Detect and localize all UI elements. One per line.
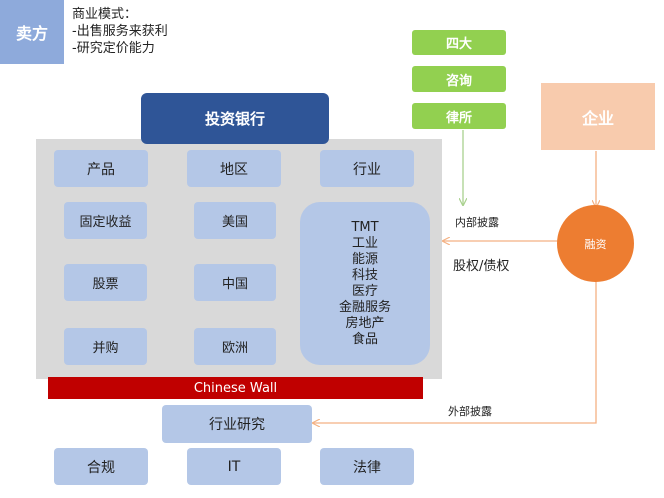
industry-research-label: 行业研究	[209, 417, 265, 433]
support-it: IT	[187, 448, 281, 485]
seller-box: 卖方	[0, 0, 64, 64]
product-mergers-label: 并购	[92, 341, 119, 356]
region-china-label: 中国	[221, 277, 248, 292]
company-box: 企业	[541, 83, 655, 150]
investment-bank-label: 投资银行	[204, 110, 265, 128]
support-it-label: IT	[227, 458, 241, 475]
advisor-big-four: 四大	[412, 30, 506, 55]
industry-item: 房地产	[345, 315, 385, 331]
support-legal-label: 法律	[353, 459, 381, 476]
business-model-point-2: -研究定价能力	[72, 41, 155, 56]
industry-item: TMT	[351, 219, 379, 235]
category-regions-label: 地区	[220, 161, 248, 178]
category-industries-label: 行业	[353, 161, 381, 178]
industry-item: 金融服务	[338, 299, 391, 315]
internal-disclosure-label: 内部披露	[455, 216, 499, 229]
industry-item: 科技	[351, 267, 378, 283]
category-products: 产品	[54, 150, 148, 187]
support-compliance: 合规	[54, 448, 148, 485]
support-legal: 法律	[320, 448, 414, 485]
product-equity-label: 股票	[92, 277, 119, 292]
investment-bank-box: 投资银行	[141, 93, 329, 144]
industry-item: 能源	[351, 251, 378, 267]
region-usa-label: 美国	[221, 215, 248, 230]
industry-sector-list: TMT 工业 能源 科技 医疗 金融服务 房地产 食品	[300, 202, 430, 365]
business-model-heading: 商业模式：	[72, 7, 138, 22]
product-mergers: 并购	[64, 328, 147, 365]
support-compliance-label: 合规	[87, 459, 115, 476]
region-china: 中国	[194, 264, 276, 301]
advisor-consulting: 咨询	[412, 66, 506, 92]
advisor-law-firm-label: 律所	[445, 110, 472, 126]
seller-title: 卖方	[15, 24, 48, 43]
product-fixed-income-label: 固定收益	[79, 215, 132, 230]
region-usa: 美国	[194, 202, 276, 239]
financing-label: 融资	[584, 237, 607, 251]
business-model-point-1: -出售服务来获利	[72, 24, 168, 39]
advisor-big-four-label: 四大	[445, 37, 472, 52]
industry-item: 工业	[351, 235, 378, 251]
equity-debt-label: 股权/债权	[453, 259, 510, 274]
financing-node: 融资	[557, 205, 634, 282]
external-disclosure-label: 外部披露	[448, 405, 492, 418]
category-regions: 地区	[187, 150, 281, 187]
chinese-wall-bar: Chinese Wall	[48, 377, 423, 399]
external-disclosure-arrow	[313, 279, 597, 423]
region-europe-label: 欧洲	[221, 341, 248, 356]
advisor-consulting-label: 咨询	[445, 73, 472, 89]
industry-item: 食品	[351, 331, 378, 347]
category-products-label: 产品	[87, 161, 115, 178]
chinese-wall-label: Chinese Wall	[193, 380, 278, 396]
company-label: 企业	[581, 108, 614, 128]
industry-research-box: 行业研究	[162, 405, 312, 443]
product-fixed-income: 固定收益	[64, 202, 147, 239]
product-equity: 股票	[64, 264, 147, 301]
region-europe: 欧洲	[194, 328, 276, 365]
advisor-law-firm: 律所	[412, 103, 506, 129]
industry-item: 医疗	[351, 283, 378, 299]
business-model-notes: 商业模式： -出售服务来获利 -研究定价能力	[72, 6, 168, 57]
category-industries: 行业	[320, 150, 414, 187]
